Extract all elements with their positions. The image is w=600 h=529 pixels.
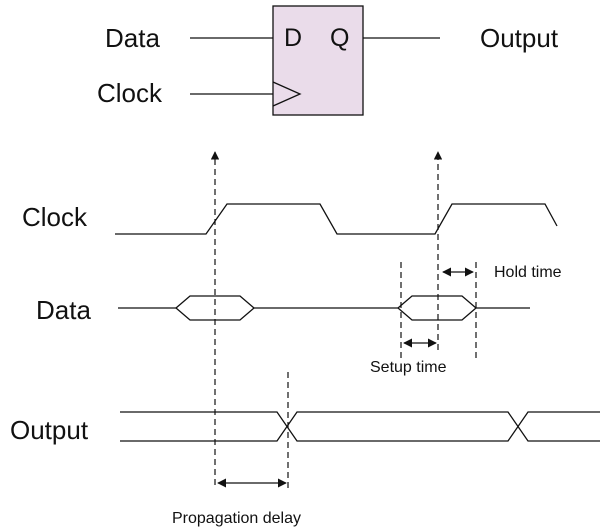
timing-clock-label: Clock	[22, 202, 88, 232]
q-pin-label: Q	[330, 24, 349, 52]
ff-data-input-label: Data	[105, 23, 160, 53]
timing-output-label: Output	[10, 415, 89, 445]
clock-waveform	[115, 203, 558, 235]
ff-output-label: Output	[480, 23, 559, 53]
flip-flop-body	[272, 5, 364, 116]
data-waveform	[118, 295, 530, 321]
d-flip-flop: D Q	[272, 5, 364, 116]
hold-time-label: Hold time	[494, 264, 562, 281]
ff-clock-input-label: Clock	[97, 78, 163, 108]
clock-input-triangle	[272, 81, 302, 107]
output-waveform	[120, 411, 600, 442]
d-pin-label: D	[284, 24, 302, 52]
timing-data-label: Data	[36, 295, 91, 325]
setup-time-label: Setup time	[370, 359, 447, 376]
propagation-delay-label: Propagation delay	[172, 510, 301, 527]
